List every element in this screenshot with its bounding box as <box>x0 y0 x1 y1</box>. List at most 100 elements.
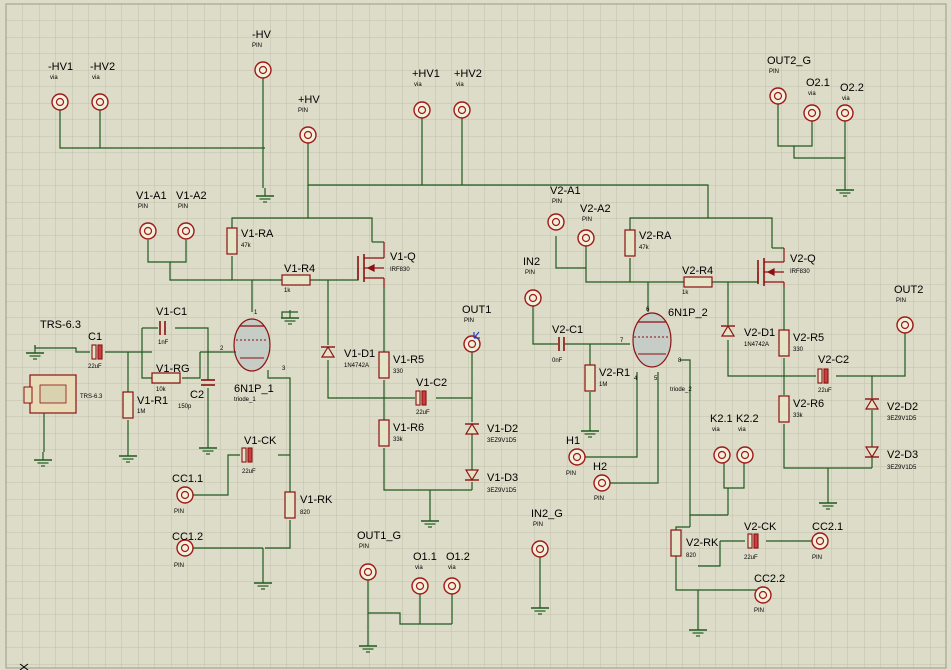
svg-text:V2-R6: V2-R6 <box>793 398 824 410</box>
svg-text:V2-D3: V2-D3 <box>887 449 918 461</box>
pin-pHV <box>299 126 317 144</box>
svg-text:PIN: PIN <box>552 199 562 205</box>
pin-K22 <box>736 446 754 464</box>
wires <box>34 78 906 638</box>
svg-text:via: via <box>414 82 422 88</box>
svg-text:PIN: PIN <box>533 522 543 528</box>
svg-text:V2-R5: V2-R5 <box>793 332 824 344</box>
svg-text:via: via <box>50 75 58 81</box>
svg-text:150p: 150p <box>178 404 192 410</box>
pin-K21 <box>713 446 731 464</box>
svg-text:PIN: PIN <box>359 544 369 550</box>
pin-V2A2 <box>577 229 595 247</box>
pin-num-4: 4 <box>634 376 638 382</box>
svg-text:V2-A1: V2-A1 <box>550 185 581 197</box>
svg-text:47k: 47k <box>639 245 650 251</box>
svg-text:V2-A2: V2-A2 <box>580 203 611 215</box>
svg-text:V1-C2: V1-C2 <box>416 377 447 389</box>
svg-text:IN2_G: IN2_G <box>531 508 563 520</box>
pin-num-7: 7 <box>620 338 624 344</box>
svg-text:V1-RA: V1-RA <box>241 228 274 240</box>
svg-text:PIN: PIN <box>754 608 764 614</box>
svg-text:PIN: PIN <box>896 298 906 304</box>
svg-text:V1-CK: V1-CK <box>244 435 277 447</box>
pin-num-8: 8 <box>678 358 682 364</box>
svg-text:PIN: PIN <box>464 318 474 324</box>
pin-OUT2 <box>896 316 914 334</box>
svg-text:3EZ9V1D5: 3EZ9V1D5 <box>487 438 517 444</box>
svg-text:PIN: PIN <box>582 217 592 223</box>
tube-v2-value: triode_2 <box>670 387 692 393</box>
svg-text:CC1.1: CC1.1 <box>172 473 203 485</box>
svg-text:330: 330 <box>393 369 404 375</box>
svg-text:PIN: PIN <box>566 471 576 477</box>
svg-text:V2-R4: V2-R4 <box>682 265 713 277</box>
pin-OUT1G <box>359 563 377 581</box>
trs-connector[interactable]: TRS-6.3 TRS-6.3 <box>23 319 103 452</box>
svg-text:V2-RA: V2-RA <box>639 230 672 242</box>
tube-v2[interactable]: 6N1P_2 triode_2 6 7 8 4 5 <box>620 307 708 393</box>
pin-O22 <box>836 104 854 122</box>
svg-text:PIN: PIN <box>594 496 604 502</box>
svg-text:V1-RG: V1-RG <box>156 363 190 375</box>
svg-text:V2-CK: V2-CK <box>744 521 777 533</box>
svg-text:OUT2_G: OUT2_G <box>767 55 811 67</box>
probe-cursor-icon <box>473 331 480 339</box>
svg-text:H2: H2 <box>593 461 607 473</box>
svg-text:PIN: PIN <box>138 204 148 210</box>
svg-text:via: via <box>456 82 464 88</box>
pin-num-1: 1 <box>254 310 258 316</box>
svg-text:V2-RK: V2-RK <box>686 537 719 549</box>
pin-CC22 <box>754 586 772 604</box>
svg-text:OUT1: OUT1 <box>462 304 491 316</box>
svg-text:-HV2: -HV2 <box>90 61 115 73</box>
svg-text:22uF: 22uF <box>818 388 832 394</box>
pin-IN2 <box>524 289 542 307</box>
svg-text:CC2.1: CC2.1 <box>812 521 843 533</box>
svg-text:1nF: 1nF <box>158 340 169 346</box>
svg-text:10k: 10k <box>156 387 167 393</box>
svg-text:K2.1: K2.1 <box>710 413 733 425</box>
svg-text:via: via <box>808 91 816 97</box>
svg-text:via: via <box>415 565 423 571</box>
svg-text:47k: 47k <box>241 243 252 249</box>
svg-text:V1-R1: V1-R1 <box>137 395 168 407</box>
svg-text:PIN: PIN <box>178 204 188 210</box>
svg-text:V2-R1: V2-R1 <box>599 367 630 379</box>
svg-text:820: 820 <box>686 553 697 559</box>
pin-H1 <box>568 448 586 466</box>
svg-text:1N4742A: 1N4742A <box>344 363 369 369</box>
svg-text:V2-C1: V2-C1 <box>552 324 583 336</box>
svg-text:+HV: +HV <box>298 94 320 106</box>
trs-label: TRS-6.3 <box>40 319 81 331</box>
svg-text:C2: C2 <box>190 389 204 401</box>
svg-text:22uF: 22uF <box>242 469 256 475</box>
svg-text:PIN: PIN <box>252 43 262 49</box>
svg-text:+HV2: +HV2 <box>454 68 482 80</box>
pin-pHV1 <box>413 101 431 119</box>
svg-text:PIN: PIN <box>812 555 822 561</box>
svg-text:via: via <box>448 565 456 571</box>
svg-text:V1-RK: V1-RK <box>300 494 333 506</box>
svg-text:1M: 1M <box>599 382 607 388</box>
origin-marker-icon <box>19 663 29 670</box>
svg-text:22uF: 22uF <box>88 364 102 370</box>
svg-text:1M: 1M <box>137 409 145 415</box>
svg-text:-HV: -HV <box>252 29 272 41</box>
pin-CC11 <box>176 486 194 504</box>
mosfet-v1-q[interactable]: V1-Q IRF830 <box>357 242 416 288</box>
svg-text:H1: H1 <box>566 435 580 447</box>
svg-text:O1.1: O1.1 <box>413 551 437 563</box>
mosfet-v2-q[interactable]: V2-Q IRF830 <box>757 248 816 288</box>
svg-text:3EZ9V1D5: 3EZ9V1D5 <box>487 488 517 494</box>
v2-q-value: IRF830 <box>790 269 810 275</box>
svg-text:V1-R6: V1-R6 <box>393 422 424 434</box>
svg-text:V1-D3: V1-D3 <box>487 472 518 484</box>
svg-text:V1-D1: V1-D1 <box>344 348 375 360</box>
tube-v1[interactable]: 6N1P_1 triode_1 2 3 1 <box>220 310 286 403</box>
svg-text:via: via <box>712 427 720 433</box>
pin-H2 <box>593 474 611 492</box>
svg-text:PIN: PIN <box>525 270 535 276</box>
